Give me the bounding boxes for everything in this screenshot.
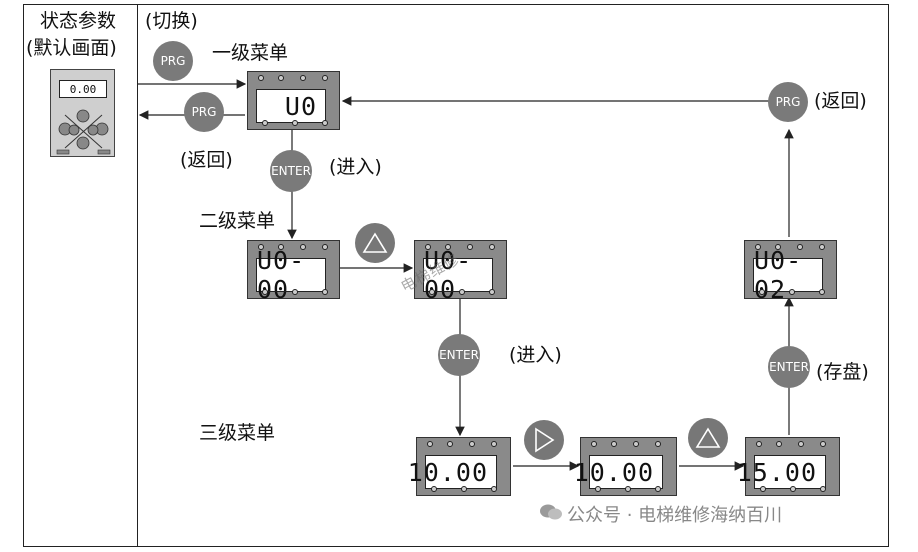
save-label: (存盘) xyxy=(816,361,869,383)
enter-button-level1[interactable]: ENTER xyxy=(270,150,312,192)
level1-menu-label: 一级菜单 xyxy=(212,42,289,64)
prg-button-switch[interactable]: PRG xyxy=(153,41,193,81)
up-button-level3[interactable] xyxy=(688,418,728,458)
level3-panel-c: 15.00 xyxy=(737,437,840,496)
diagram-frame xyxy=(23,4,889,547)
enter-button-level2[interactable]: ENTER xyxy=(438,334,480,376)
keypad-device: 0.00 xyxy=(50,69,115,157)
enter-label-level2: (进入) xyxy=(509,344,562,366)
level2-panel-c: U0-02 xyxy=(744,240,837,304)
default-screen-label: (默认画面) xyxy=(26,37,117,59)
footer-watermark: 公众号 · 电梯维修海纳百川 xyxy=(567,505,783,526)
up-triangle-icon xyxy=(362,232,388,253)
column-divider xyxy=(137,4,139,547)
level3-display-b: 10.00 xyxy=(574,455,663,489)
level1-panel: U0 xyxy=(247,71,340,130)
return-label-right: (返回) xyxy=(814,90,867,112)
level2-display-c: U0-02 xyxy=(753,246,823,304)
level3-display-c: 15.00 xyxy=(737,455,826,489)
level3-display-a: 10.00 xyxy=(408,455,497,489)
level3-panel-a: 10.00 xyxy=(408,437,511,496)
keypad-display: 0.00 xyxy=(59,80,107,98)
switch-label: (切换) xyxy=(145,10,198,32)
level2-display-a: U0-00 xyxy=(256,246,326,304)
right-button-level3[interactable] xyxy=(524,420,564,460)
enter-button-save[interactable]: ENTER xyxy=(768,346,810,388)
right-triangle-icon xyxy=(535,427,555,453)
level2-menu-label: 二级菜单 xyxy=(199,210,276,232)
prg-button-right[interactable]: PRG xyxy=(768,82,808,122)
level1-display: U0 xyxy=(256,89,326,123)
prg-button-return[interactable]: PRG xyxy=(184,92,224,132)
keypad-buttons-icon xyxy=(56,109,111,155)
wechat-icon xyxy=(540,503,562,521)
level2-panel-b: U0-00 xyxy=(414,240,507,304)
up-button-level2[interactable] xyxy=(355,223,395,263)
enter-label-level1: (进入) xyxy=(329,156,382,178)
up-triangle-icon xyxy=(695,427,721,448)
level3-menu-label: 三级菜单 xyxy=(199,422,276,444)
level3-panel-b: 10.00 xyxy=(574,437,677,496)
status-params-title: 状态参数 xyxy=(40,10,117,32)
level2-panel-a: U0-00 xyxy=(247,240,340,304)
return-label-left: (返回) xyxy=(180,149,233,171)
